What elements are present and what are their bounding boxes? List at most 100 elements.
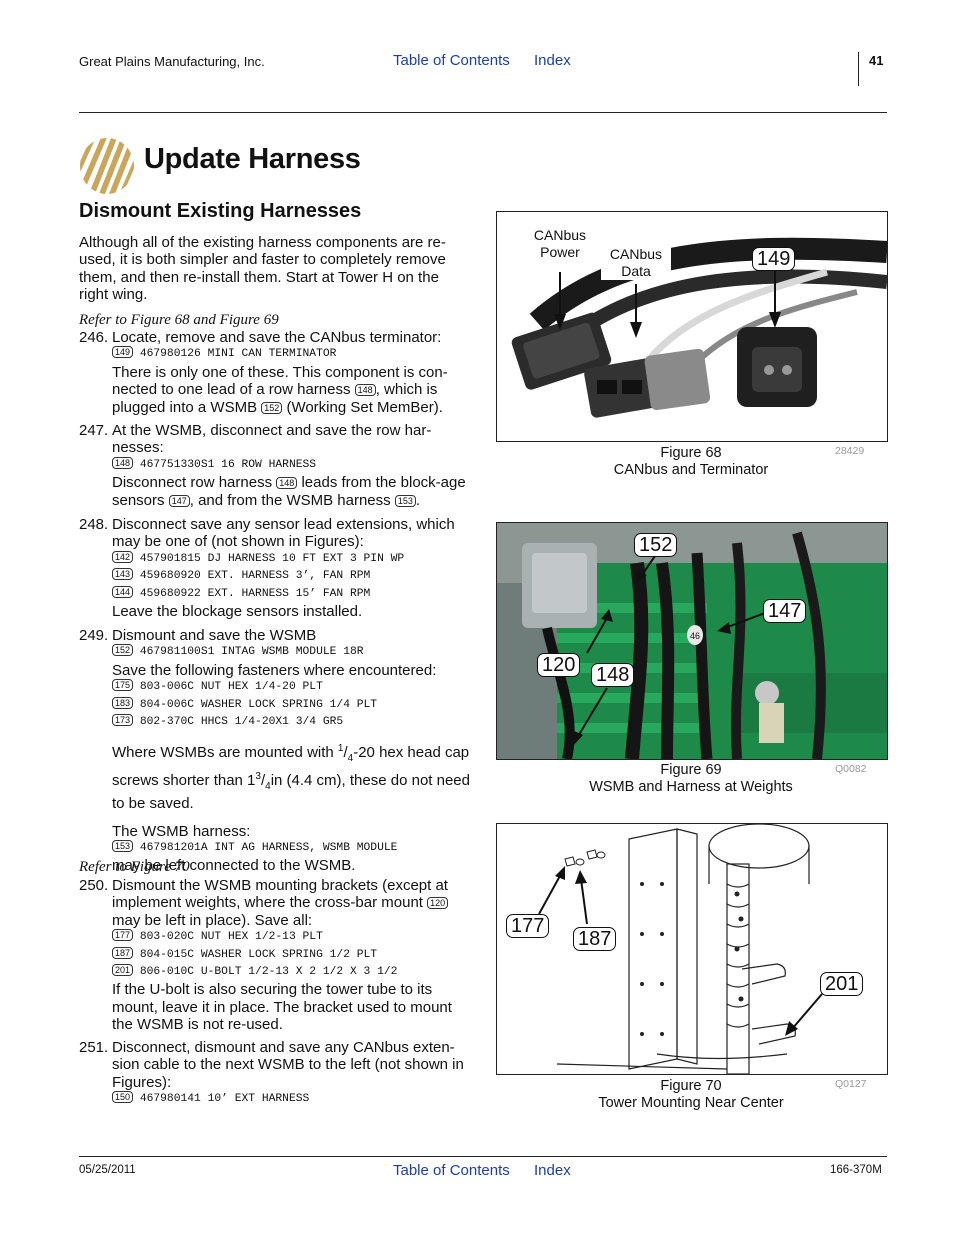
callout-tag: 149 bbox=[112, 346, 134, 359]
footer-table-of-contents-link[interactable]: Table of Contents bbox=[393, 1162, 510, 1179]
footer-date: 05/25/2011 bbox=[79, 1164, 136, 1176]
figure-callout: 148 bbox=[591, 663, 635, 687]
callout-tag: 152 bbox=[261, 401, 283, 414]
figure-callout: 187 bbox=[573, 927, 617, 951]
page-title: Update Harness bbox=[144, 143, 361, 175]
callout-tag: 152 bbox=[112, 644, 134, 657]
note-text: , which is plugged into a WSMB bbox=[112, 381, 438, 416]
callout-tag: 144 bbox=[112, 585, 134, 598]
figure-caption-text: Tower Mounting Near Center bbox=[598, 1095, 784, 1111]
note-text: leads from the block-age sensors bbox=[112, 474, 466, 509]
figure-caption-text: CANbus and Terminator bbox=[613, 462, 769, 478]
document-number: 166-370M bbox=[830, 1164, 882, 1176]
part-line: 143 459680920 EXT. HARNESS 3’, FAN RPM bbox=[112, 568, 474, 585]
step-note: Leave the blockage sensors installed. bbox=[112, 603, 363, 621]
note-text: in (4.4 cm), these do not need to be sav… bbox=[112, 771, 470, 813]
figure-number: Figure 70 bbox=[660, 1078, 722, 1094]
module-tag-number: 46 bbox=[690, 631, 700, 641]
part-line: 177 803-020C NUT HEX 1/2-13 PLT bbox=[112, 929, 474, 946]
figure-68-caption: Figure 68 CANbus and Terminator bbox=[496, 445, 886, 479]
fasteners-intro: Save the following fasteners where encou… bbox=[112, 661, 437, 679]
part-description: 803-006C NUT HEX 1/4-20 PLT bbox=[139, 681, 323, 694]
step-text: Locate, remove and save the CANbus termi… bbox=[112, 329, 442, 346]
part-line: 201 806-010C U-BOLT 1/2-13 X 2 1/2 X 3 1… bbox=[112, 964, 474, 981]
figure-number: Figure 68 bbox=[660, 445, 722, 461]
figure-70-image: 177 187 201 bbox=[496, 823, 888, 1075]
part-description: 803-020C NUT HEX 1/2-13 PLT bbox=[139, 931, 323, 944]
step-text: Disconnect save any sensor lead extensio… bbox=[112, 516, 455, 551]
part-description: 802-370C HHCS 1/4-20X1 3/4 GR5 bbox=[139, 716, 344, 729]
harness-intro: The WSMB harness: bbox=[112, 822, 251, 840]
part-description: 467980126 MINI CAN TERMINATOR bbox=[139, 348, 337, 361]
note-text: There is only one of these. This compone… bbox=[112, 363, 448, 399]
part-line: 187 804-015C WASHER LOCK SPRING 1/2 PLT bbox=[112, 946, 474, 964]
callout-tag: 147 bbox=[168, 494, 190, 507]
callout-tag: 201 bbox=[112, 964, 134, 977]
step-number: 251. bbox=[79, 1039, 109, 1056]
part-description: 459680920 EXT. HARNESS 3’, FAN RPM bbox=[139, 570, 371, 583]
callout-tag: 173 bbox=[112, 714, 134, 727]
callout-tag: 148 bbox=[276, 477, 298, 490]
fraction-denominator: 4 bbox=[265, 780, 271, 792]
note-text: Dismount the WSMB mounting brackets (exc… bbox=[112, 877, 448, 912]
part-description: 804-015C WASHER LOCK SPRING 1/2 PLT bbox=[139, 948, 378, 961]
part-description: 459680922 EXT. HARNESS 15’ FAN RPM bbox=[139, 587, 371, 600]
company-name: Great Plains Manufacturing, Inc. bbox=[79, 54, 265, 69]
mounting-note: Where WSMBs are mounted with 1/4-20 hex … bbox=[112, 743, 470, 813]
index-link[interactable]: Index bbox=[534, 52, 571, 69]
step-note: Disconnect row harness 148 leads from th… bbox=[112, 474, 474, 509]
note-text: -20 hex head cap screws shorter than 1 bbox=[112, 744, 470, 789]
figure-callout: 120 bbox=[537, 653, 581, 677]
fraction-denominator: 4 bbox=[347, 753, 354, 765]
part-description: 457901815 DJ HARNESS 10 FT EXT 3 PIN WP bbox=[139, 552, 405, 565]
note-text: . bbox=[415, 491, 421, 509]
step-251: 251. Disconnect, dismount and save any C… bbox=[79, 1039, 474, 1109]
intro-paragraph: Although all of the existing harness com… bbox=[79, 234, 446, 304]
figure-callout: 149 bbox=[752, 247, 796, 271]
callout-tag: 183 bbox=[112, 696, 134, 709]
step-247: 247. At the WSMB, disconnect and save th… bbox=[79, 422, 474, 509]
part-line: 183 804-006C WASHER LOCK SPRING 1/4 PLT bbox=[112, 696, 474, 714]
step-note: There is only one of these. This compone… bbox=[112, 364, 474, 416]
figure-number: Figure 69 bbox=[660, 762, 722, 778]
callout-tag: 148 bbox=[112, 456, 134, 469]
part-line: 149 467980126 MINI CAN TERMINATOR bbox=[112, 346, 474, 363]
page-number: 41 bbox=[869, 53, 884, 68]
callout-tag: 148 bbox=[354, 384, 376, 397]
callout-tag: 150 bbox=[112, 1091, 134, 1104]
footer-rule bbox=[79, 1156, 887, 1157]
step-number: 246. bbox=[79, 329, 109, 346]
callout-tag: 153 bbox=[112, 840, 134, 853]
image-id: 28429 bbox=[835, 445, 865, 457]
step-text: At the WSMB, disconnect and save the row… bbox=[112, 422, 432, 457]
figure-callout: 147 bbox=[763, 599, 807, 623]
table-of-contents-link[interactable]: Table of Contents bbox=[393, 52, 510, 69]
figure-70-caption: Figure 70 Tower Mounting Near Center bbox=[496, 1078, 886, 1112]
step-number: 249. bbox=[79, 627, 109, 644]
note-text: , and from the WSMB harness bbox=[189, 491, 391, 509]
step-248: 248. Disconnect save any sensor lead ext… bbox=[79, 516, 474, 620]
part-description: 467751330S1 16 ROW HARNESS bbox=[139, 458, 317, 471]
great-plains-logo bbox=[80, 138, 134, 194]
step-number: 248. bbox=[79, 516, 109, 533]
note-text: Where WSMBs are mounted with bbox=[112, 744, 334, 762]
callout-tag: 153 bbox=[394, 494, 416, 507]
part-description: 467981201A INT AG HARNESS, WSMB MODULE bbox=[139, 842, 398, 855]
fraction-numerator: 3 bbox=[255, 770, 261, 782]
part-description: 467981100S1 INTAG WSMB MODULE 18R bbox=[139, 646, 364, 659]
part-line: 152 467981100S1 INTAG WSMB MODULE 18R bbox=[112, 644, 474, 661]
step-text: Disconnect, dismount and save any CANbus… bbox=[112, 1039, 464, 1091]
canbus-power-label: CANbus Power bbox=[524, 227, 596, 261]
step-note: If the U-bolt is also securing the tower… bbox=[112, 981, 452, 1034]
step-text: Dismount and save the WSMB bbox=[112, 627, 317, 644]
figure-caption-text: WSMB and Harness at Weights bbox=[589, 779, 793, 795]
figure-callout: 177 bbox=[506, 914, 550, 938]
figure-reference-1: Refer to Figure 68 and Figure 69 bbox=[79, 312, 279, 328]
image-id: Q0127 bbox=[835, 1078, 867, 1090]
note-text: may be left in place). Save all: bbox=[112, 911, 313, 929]
part-description: 806-010C U-BOLT 1/2-13 X 2 1/2 X 3 1/2 bbox=[139, 966, 398, 979]
part-description: 467980141 10’ EXT HARNESS bbox=[139, 1093, 310, 1106]
figure-69-caption: Figure 69 WSMB and Harness at Weights bbox=[496, 762, 886, 796]
step-250: 250. Dismount the WSMB mounting brackets… bbox=[79, 877, 474, 1034]
footer-index-link[interactable]: Index bbox=[534, 1162, 571, 1179]
